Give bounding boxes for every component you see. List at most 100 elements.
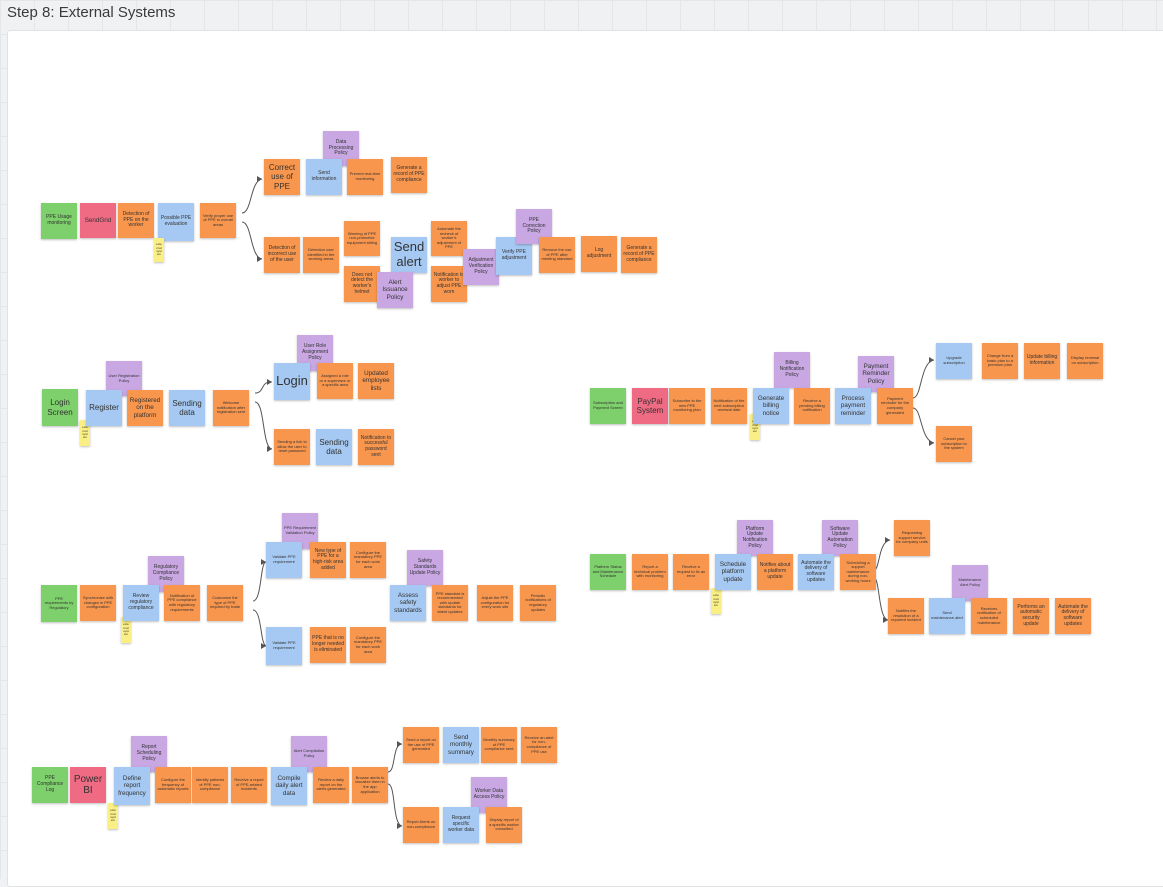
sticky-define-frequency[interactable]: Define report frequency [114, 767, 150, 805]
sticky-ppe-eliminated[interactable]: PPE that is no longer needed is eliminat… [310, 627, 346, 663]
sticky-register[interactable]: Register [86, 390, 122, 426]
sticky-system-paypal[interactable]: PayPal System [632, 388, 668, 424]
sticky-send-alert[interactable]: Send alert [391, 237, 427, 273]
sticky-send-maintenance-alert[interactable]: Send maintenance alert [929, 598, 965, 634]
sticky-handwritten-tag[interactable]: external system [121, 617, 131, 643]
sticky-request-worker-data[interactable]: Request specific worker data [443, 807, 479, 843]
sticky-schedule-update[interactable]: Schedule platform update [715, 554, 751, 590]
sticky-start-reporting[interactable]: PPE Compliance Log [32, 767, 68, 803]
sticky-notifies-update[interactable]: Notifies about a platform update [757, 554, 793, 590]
sticky-cancel-subscription[interactable]: Cancel your subscription to the system [936, 426, 972, 462]
sticky-handwritten-tag[interactable]: external system [711, 588, 721, 614]
sticky-notifies-resolution[interactable]: Notifies the resolution of a reported in… [888, 598, 924, 634]
sticky-receive-billing[interactable]: Receive a pending billing notification [794, 388, 830, 424]
sticky-receive-request[interactable]: Receive a request to fix an error [673, 554, 709, 590]
sticky-generate-billing[interactable]: Generate billing notice [753, 388, 789, 424]
sticky-notify-ppe-compliance[interactable]: Notification of PPE compliance with regu… [164, 585, 200, 621]
sticky-prevent-monitoring[interactable]: Prevent real-time monitoring [347, 159, 383, 195]
sticky-recommend-standard[interactable]: PPE standard is recommended with update … [432, 585, 468, 621]
sticky-send-report[interactable]: Send a report on the use of PPE generate… [403, 727, 439, 763]
sticky-synchronize[interactable]: Synchronize with changes in PPE configur… [80, 585, 116, 621]
sticky-process-reminder[interactable]: Process payment reminder [835, 388, 871, 424]
sticky-review-compliance[interactable]: Review regulatory compliance [123, 585, 159, 621]
sticky-receive-maintenance[interactable]: Receives notification of scheduled maint… [971, 598, 1007, 634]
sticky-registered[interactable]: Registered on the platform [127, 390, 163, 426]
sticky-automate-delivery-2[interactable]: Automate the delivery of software update… [1055, 598, 1091, 634]
sticky-identify-patterns[interactable]: Identify patterns of PPE non-compliance [192, 767, 228, 803]
sticky-generate-record[interactable]: Generate a record of PPE compliance [391, 157, 427, 193]
sticky-reminder-policy[interactable]: Payment Reminder Policy [858, 356, 894, 392]
sticky-send-monthly[interactable]: Send monthly summary [443, 727, 479, 763]
sticky-handwritten-tag[interactable]: external system [154, 238, 164, 262]
sticky-update-billing[interactable]: Update billing information [1024, 343, 1060, 379]
whiteboard-frame[interactable] [7, 30, 1163, 887]
sticky-validate-requirement[interactable]: Validate PPE requirement [266, 542, 302, 578]
sticky-alert-compilation-policy[interactable]: Alert Compilation Policy [291, 736, 327, 772]
sticky-log-adjustment[interactable]: Log adjustment [581, 236, 617, 272]
sticky-assess-standards[interactable]: Assess safety standards [390, 585, 426, 621]
sticky-adjust-config[interactable]: Adjust the PPE configuration for every w… [477, 585, 513, 621]
sticky-sending-data[interactable]: Sending data [169, 390, 205, 426]
sticky-notify-adjust[interactable]: Notification to worker to adjust PPE wor… [431, 266, 467, 302]
sticky-subscribe[interactable]: Subscribe to the new PPE monitoring plan [669, 388, 705, 424]
sticky-receive-report[interactable]: Receive a report of PPE-related incident… [231, 767, 267, 803]
sticky-automate-recheck[interactable]: Automate the recheck of worker's adjustm… [431, 221, 467, 256]
sticky-new-ppe-type[interactable]: New type of PPE for a high-risk area add… [310, 542, 346, 578]
sticky-start-regulatory[interactable]: PPE requirements by Regulatory [41, 585, 77, 622]
sticky-sending-link[interactable]: Sending a link to allow the user to rese… [274, 429, 310, 465]
sticky-report-alerts[interactable]: Report Alerts on non-compliance [403, 807, 439, 843]
sticky-generate-record-2[interactable]: Generate a record of PPE compliance [621, 237, 657, 273]
sticky-verify-ppe[interactable]: Verify proper use of PPE in overall area… [200, 203, 236, 238]
sticky-handwritten-tag[interactable]: external system [80, 420, 90, 446]
sticky-system-powerbi[interactable]: Power BI [70, 767, 106, 803]
sticky-start-subscription[interactable]: Subscription and Payment Screen [590, 388, 626, 424]
sticky-send-information[interactable]: Send information [306, 159, 342, 195]
sticky-automation-policy[interactable]: Software Update Automation Policy [822, 520, 858, 556]
sticky-maintenance-policy[interactable]: Maintenance Alert Policy [952, 565, 988, 601]
sticky-updated-lists[interactable]: Updated employee lists [358, 363, 394, 399]
sticky-billing-policy[interactable]: Billing Notification Policy [774, 352, 810, 388]
sticky-configure-mandatory[interactable]: Configure the mandatory PPE for each wor… [350, 542, 386, 578]
sticky-upgrade[interactable]: Upgrade subscription [936, 343, 972, 379]
sticky-customize-ppe[interactable]: Customize the type of PPE required by tr… [207, 585, 243, 621]
sticky-payment-reminder[interactable]: Payment reminder for the company generat… [877, 388, 913, 424]
sticky-adjustment-policy[interactable]: Adjustment Verification Policy [463, 249, 499, 285]
sticky-scheduling-policy[interactable]: Report Scheduling Policy [131, 736, 167, 772]
sticky-handwritten-tag[interactable]: external system [108, 803, 118, 829]
sticky-detection-ppe[interactable]: Detection of PPE on the worker [118, 203, 154, 238]
sticky-automate-delivery[interactable]: Automate the delivery of software update… [798, 554, 834, 590]
sticky-perform-update[interactable]: Performs an automatic security update [1013, 598, 1049, 634]
sticky-ppe-evaluation[interactable]: Possible PPE evaluation [158, 203, 194, 241]
sticky-start-maintenance[interactable]: Platform Status and Maintenance Schedule [590, 554, 626, 590]
sticky-browse-alerts[interactable]: Browse alerts to visualize them in the a… [352, 767, 388, 803]
sticky-assign-role[interactable]: Assigned a role or a supervisor or a spe… [317, 363, 353, 399]
sticky-sending-data-2[interactable]: Sending data [316, 429, 352, 465]
sticky-safety-policy[interactable]: Safety Standards Update Policy [407, 550, 443, 586]
sticky-report-problem[interactable]: Report a technical problem with monitori… [632, 554, 668, 590]
sticky-configure-frequency[interactable]: Configure the frequency of automatic rep… [155, 767, 191, 803]
sticky-review-daily[interactable]: Review a daily report on the alerts gene… [313, 767, 349, 803]
sticky-compile-alerts[interactable]: Compile daily alert data [271, 767, 307, 805]
sticky-receive-alert[interactable]: Receive an alert for non-compliance of P… [521, 727, 557, 763]
sticky-display-report[interactable]: Display report of a specific worker cons… [486, 807, 522, 843]
sticky-monthly-summary[interactable]: Monthly summary of PPE compliance sent [481, 727, 517, 763]
sticky-request-support[interactable]: Requesting support service for company u… [894, 520, 930, 556]
sticky-notify-password[interactable]: Notification to successful password sent [358, 429, 394, 465]
sticky-remove-ppe[interactable]: Remove the use of PPE after meeting stan… [539, 237, 575, 273]
sticky-system-sendgrid[interactable]: SendGrid [80, 203, 116, 238]
sticky-notify-renewal[interactable]: Notification of the next subscription re… [711, 388, 747, 424]
sticky-correct-use[interactable]: Correct use of PPE [264, 159, 300, 195]
sticky-validate-requirement-2[interactable]: Validate PPE requirement [266, 627, 302, 665]
sticky-start-ppe-usage[interactable]: PPE Usage monitoring [41, 203, 77, 239]
sticky-periodic-notifications[interactable]: Periodic notifications of regulatory upd… [520, 585, 556, 621]
sticky-not-detected[interactable]: Does not detect the worker's helmet [344, 266, 380, 302]
sticky-change-plan[interactable]: Change from a basic plan to a premium pl… [982, 343, 1018, 379]
sticky-detection-user[interactable]: Detection user identified in the working… [303, 237, 339, 273]
sticky-start-login[interactable]: Login Screen [42, 389, 78, 426]
sticky-ppe-violation[interactable]: Warning of PPE non-protective equipment … [344, 221, 380, 256]
sticky-display-renewal[interactable]: Display renewal on subscription [1067, 343, 1103, 379]
sticky-alert-policy[interactable]: Alert Issuance Policy [377, 272, 413, 308]
sticky-login[interactable]: Login [274, 363, 310, 400]
sticky-incorrect-use[interactable]: Detection of incorrect use of the user [264, 237, 300, 273]
sticky-scheduling-support[interactable]: Scheduling a support maintenance during … [840, 554, 876, 590]
